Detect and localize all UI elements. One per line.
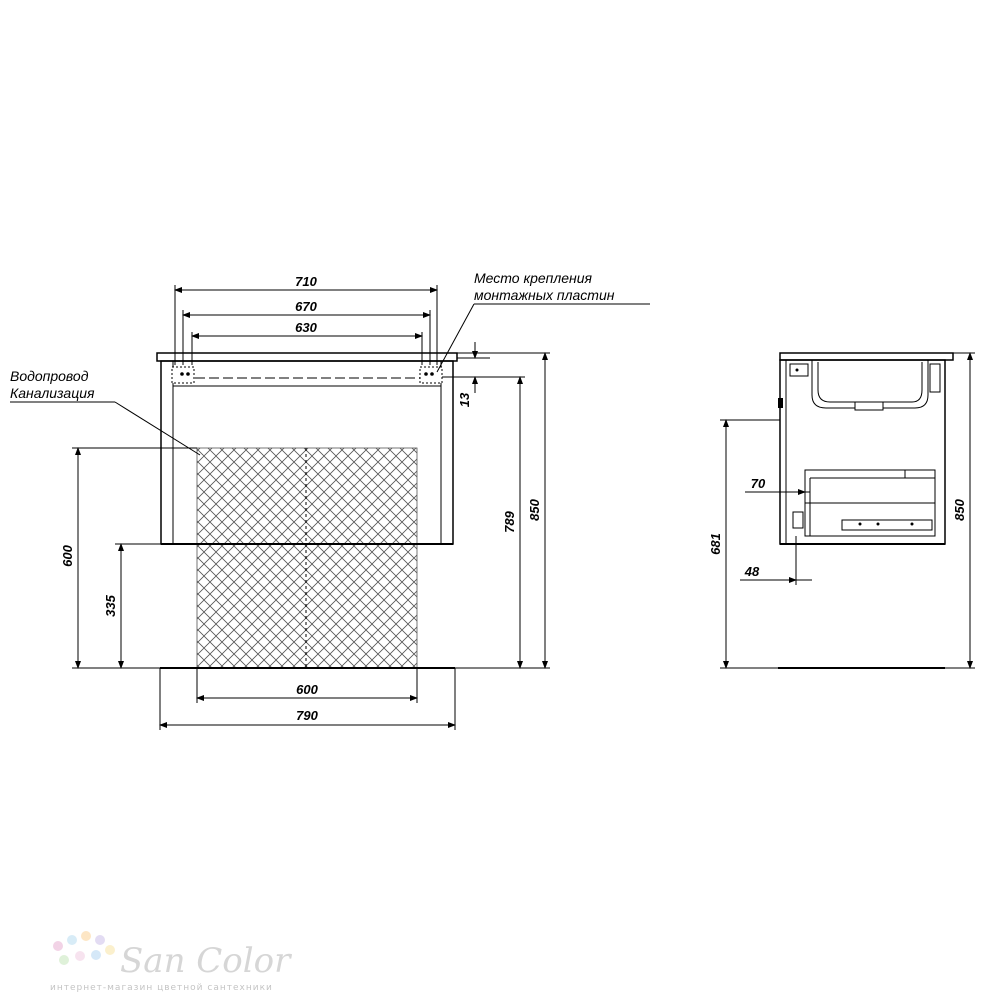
dim-850-front: 850 bbox=[527, 498, 542, 520]
drawer bbox=[804, 469, 936, 537]
dim-670: 670 bbox=[295, 299, 317, 314]
dim-789: 789 bbox=[502, 510, 517, 532]
dim-600-left: 600 bbox=[60, 544, 75, 566]
utility-zone bbox=[196, 447, 418, 669]
dim-850-side: 850 bbox=[952, 498, 967, 520]
dim-48: 48 bbox=[744, 564, 760, 579]
dim-710: 710 bbox=[295, 274, 317, 289]
dim-13: 13 bbox=[457, 392, 472, 407]
front-view: 710 670 630 Место крепления монтажных пл… bbox=[10, 270, 650, 730]
watermark-tagline: интернет-магазин цветной сантехники bbox=[50, 983, 273, 993]
dim-335: 335 bbox=[103, 594, 118, 616]
countertop bbox=[156, 352, 458, 362]
basin bbox=[811, 360, 929, 409]
mount-label-line2: монтажных пластин bbox=[474, 287, 615, 303]
pipe-label-line2: Канализация bbox=[10, 385, 95, 401]
dim-790: 790 bbox=[296, 708, 318, 723]
dim-70: 70 bbox=[751, 476, 766, 491]
watermark-brand: San Color bbox=[120, 941, 292, 981]
watermark: San Color интернет-магазин цветной санте… bbox=[50, 931, 292, 993]
side-view: 70 48 681 850 bbox=[708, 352, 975, 669]
dim-630: 630 bbox=[295, 320, 317, 335]
mount-label-line1: Место крепления bbox=[474, 270, 593, 286]
dim-600-bottom: 600 bbox=[296, 682, 318, 697]
dim-681: 681 bbox=[708, 533, 723, 555]
pipe-label-line1: Водопровод bbox=[10, 368, 89, 384]
